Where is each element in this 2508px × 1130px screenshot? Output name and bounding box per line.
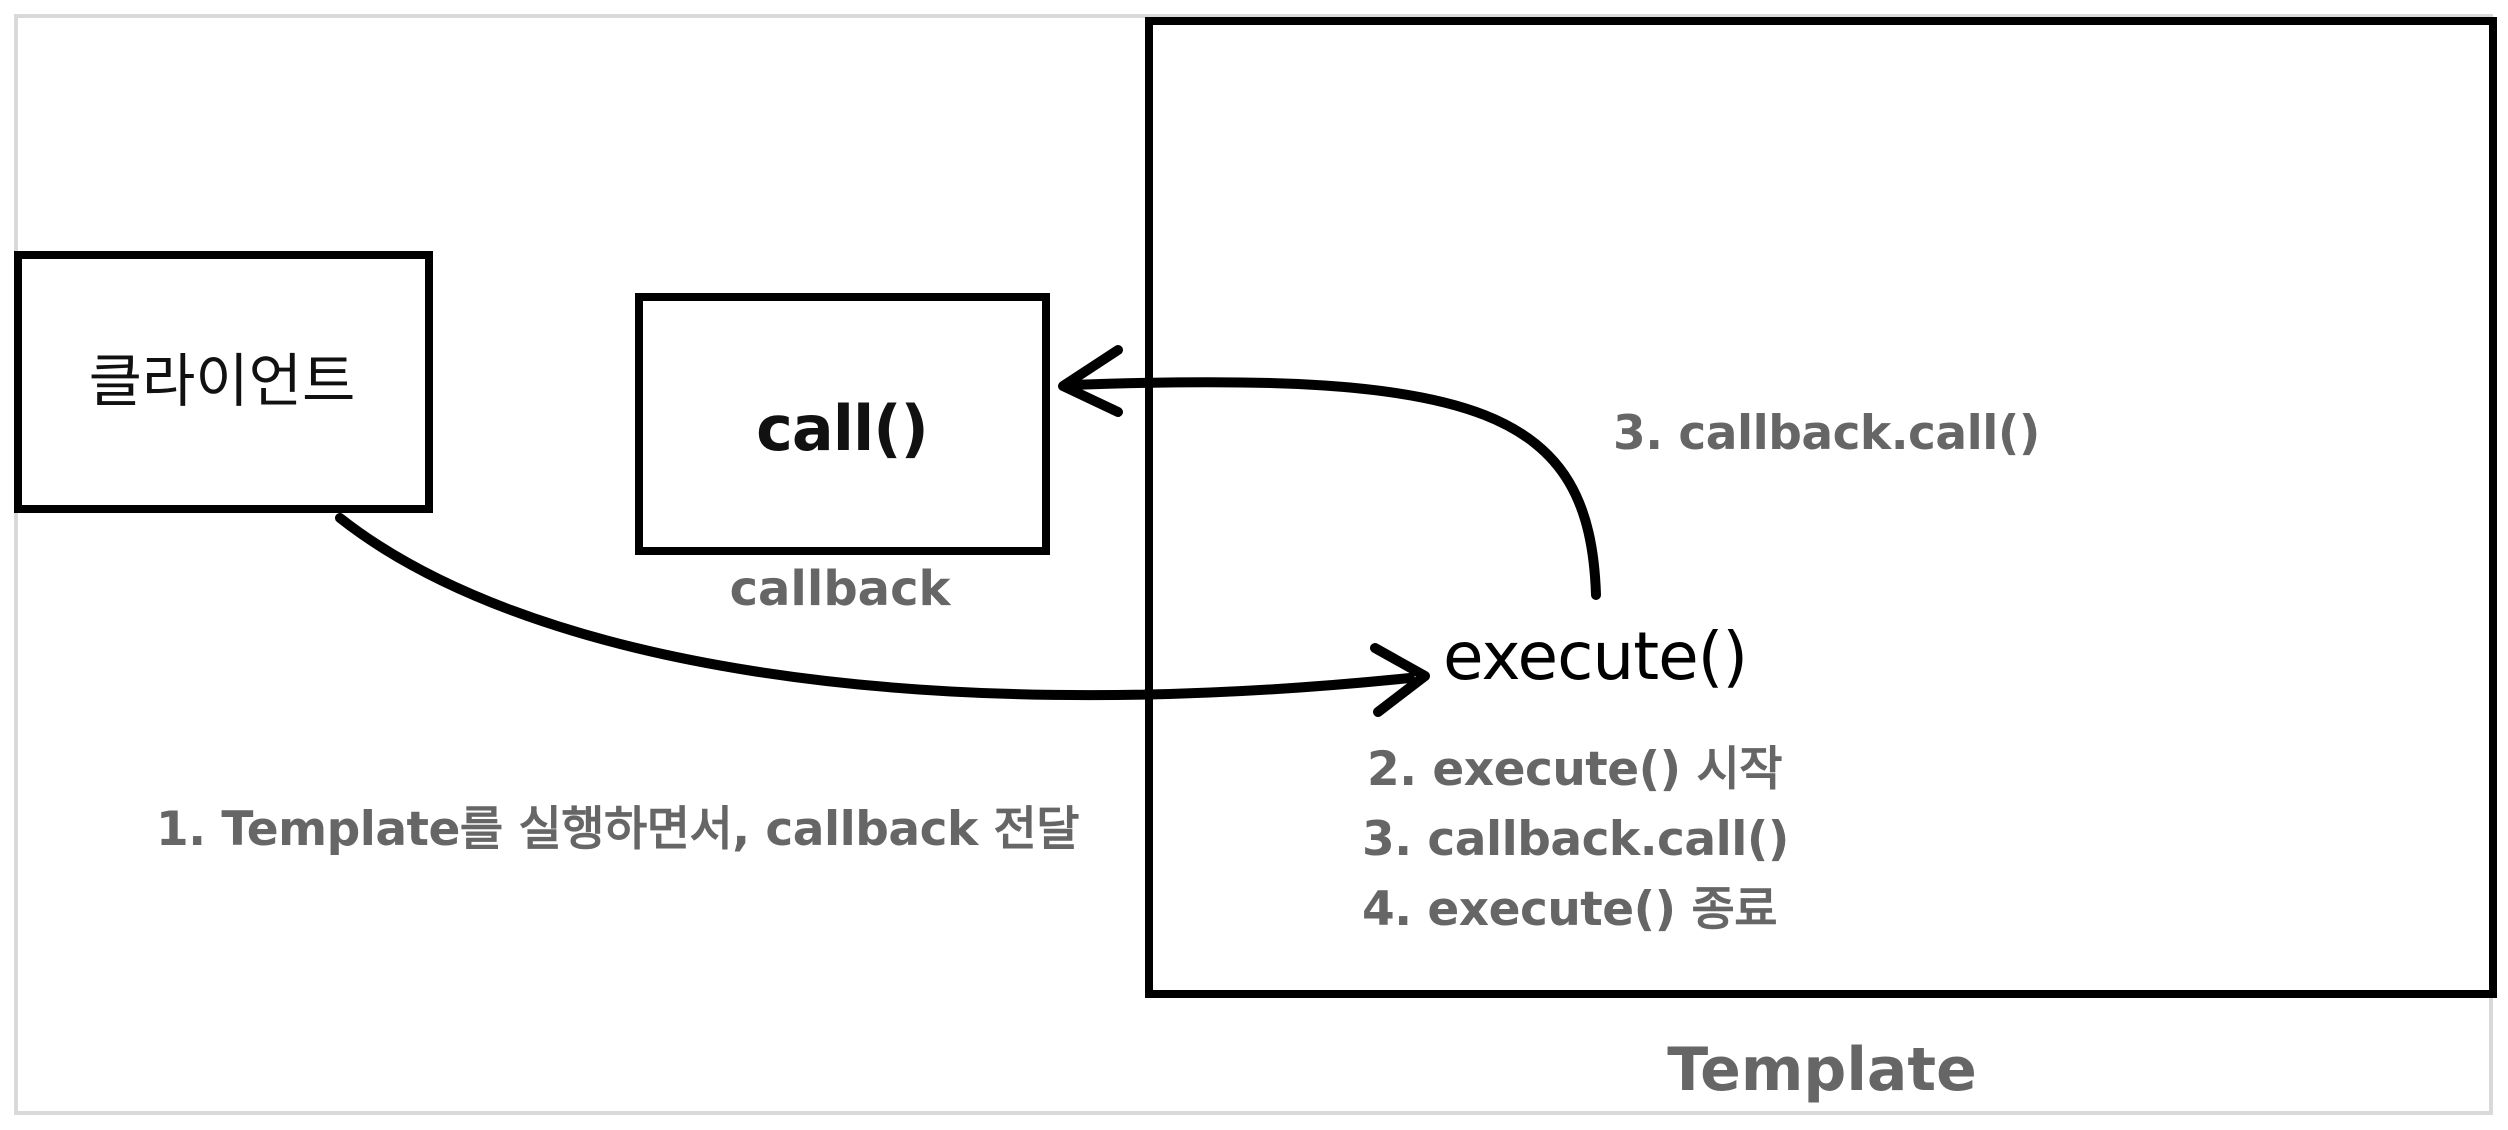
step-item: 4. execute() 종료: [1362, 882, 1777, 937]
step-item: 3. callback.call(): [1362, 812, 1789, 867]
callback-caption: callback: [729, 561, 951, 617]
client-label: 클라이언트: [88, 347, 356, 415]
callback-box: [635, 293, 1050, 555]
step1-label: 1. Template를 실행하면서, callback 전달: [156, 802, 1080, 857]
execute-label: execute(): [1443, 618, 1748, 695]
client-box: [14, 251, 433, 513]
step-item: 2. execute() 시작: [1367, 742, 1782, 797]
callback-call-arrow-label: 3. callback.call(): [1613, 406, 2040, 461]
execution-steps: 2. execute() 시작 3. callback.call() 4. ex…: [1362, 735, 1789, 945]
call-method-label: call(): [756, 392, 929, 465]
template-caption: Template: [1667, 1035, 1977, 1105]
template-box: [1145, 17, 2497, 998]
